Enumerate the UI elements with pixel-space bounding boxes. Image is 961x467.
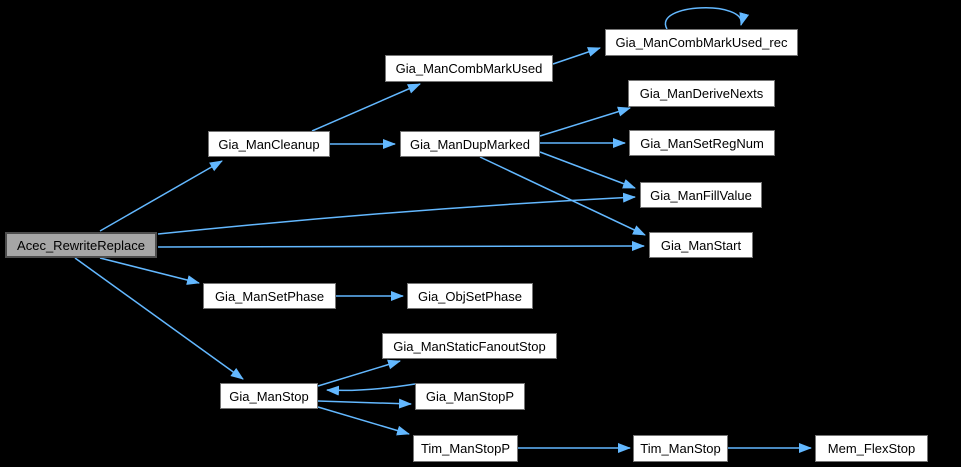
node-gia-manstart[interactable]: Gia_ManStart xyxy=(649,232,753,258)
edge-acec_rewritereplace-gia_mansetphase xyxy=(99,257,200,285)
node-mem-flexstop[interactable]: Mem_FlexStop xyxy=(815,435,928,462)
edge-self-loop-gia_mancombmarkused_rec xyxy=(664,7,750,30)
edge-gia_mandupmarked-gia_manderivenexts xyxy=(539,106,631,137)
edge-gia_mancombmarkused-gia_mancombmarkused_rec xyxy=(552,47,601,65)
node-gia-manstopp[interactable]: Gia_ManStopP xyxy=(415,383,525,410)
edge-acec_rewritereplace-gia_manstop xyxy=(74,257,244,380)
edge-acec_rewritereplace-gia_manfillvalue xyxy=(157,192,636,235)
node-gia-mansetregnum[interactable]: Gia_ManSetRegNum xyxy=(629,130,775,156)
node-gia-manfillvalue[interactable]: Gia_ManFillValue xyxy=(640,182,762,208)
edge-gia_manstop-tim_manstopp xyxy=(317,406,410,436)
node-gia-mandupmarked[interactable]: Gia_ManDupMarked xyxy=(400,131,540,157)
edge-acec_rewritereplace-gia_manstart xyxy=(157,241,645,252)
node-tim-manstopp[interactable]: Tim_ManStopP xyxy=(413,435,518,462)
node-gia-mansetphase[interactable]: Gia_ManSetPhase xyxy=(203,283,336,309)
edge-gia_manstopp-gia_manstop xyxy=(326,383,416,396)
edge-gia_mandupmarked-gia_manfillvalue xyxy=(539,151,636,189)
node-gia-objsetphase[interactable]: Gia_ObjSetPhase xyxy=(407,283,533,309)
node-gia-mancombmarkused[interactable]: Gia_ManCombMarkUsed xyxy=(385,55,553,82)
edge-gia_manstop-gia_manstopp xyxy=(317,398,412,409)
edge-gia_mancleanup-gia_mancombmarkused xyxy=(311,83,421,132)
edge-gia_mandupmarked-gia_manstart xyxy=(479,156,646,236)
node-acec-rewritereplace[interactable]: Acec_RewriteReplace xyxy=(5,232,157,258)
node-gia-manderivenexts[interactable]: Gia_ManDeriveNexts xyxy=(628,80,775,107)
edge-gia_manstop-gia_manstaticfanoutstop xyxy=(317,359,401,387)
node-gia-mancleanup[interactable]: Gia_ManCleanup xyxy=(208,131,330,157)
node-gia-manstaticfanoutstop[interactable]: Gia_ManStaticFanoutStop xyxy=(382,333,557,359)
node-tim-manstop[interactable]: Tim_ManStop xyxy=(633,435,728,462)
node-gia-manstop[interactable]: Gia_ManStop xyxy=(220,383,318,409)
edge-acec_rewritereplace-gia_mancleanup xyxy=(99,160,223,232)
node-gia-mancombmarkused-rec[interactable]: Gia_ManCombMarkUsed_rec xyxy=(605,29,798,56)
